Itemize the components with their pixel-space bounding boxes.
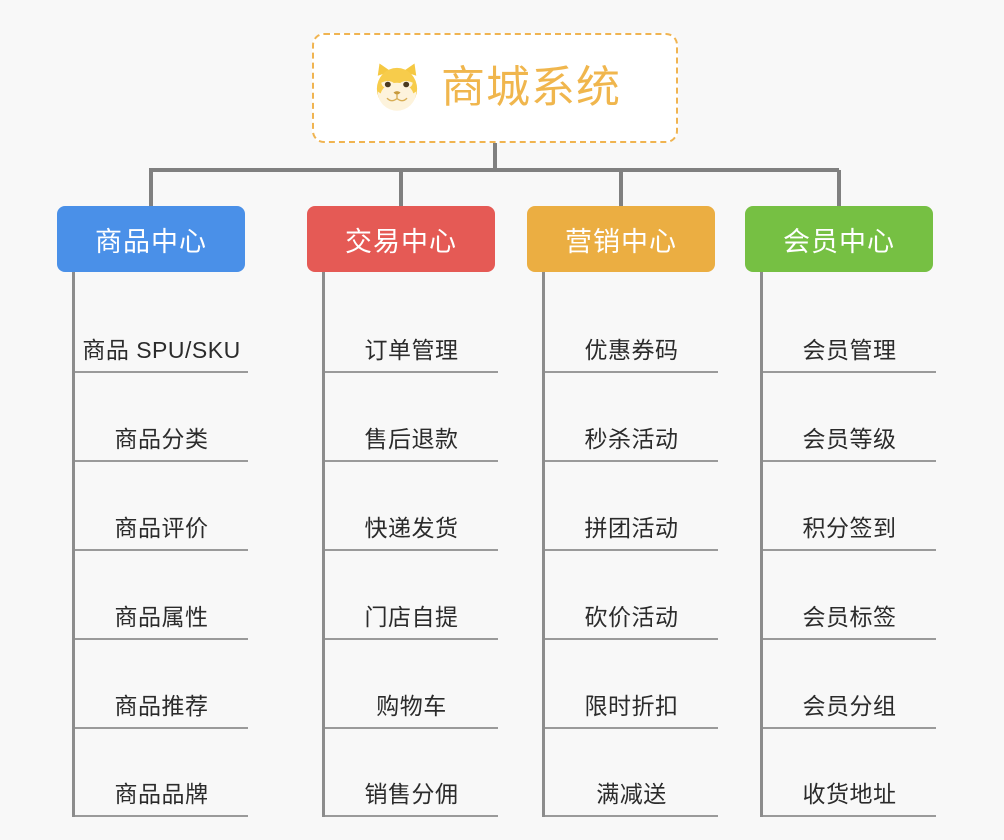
list-item[interactable]: 商品属性 (75, 551, 248, 640)
connector-drop-1 (149, 170, 153, 208)
leaf-label: 商品推荐 (114, 693, 209, 719)
leaf-label: 会员标签 (802, 604, 897, 630)
list-item[interactable]: 会员管理 (763, 284, 936, 373)
leaf-label: 订单管理 (364, 337, 459, 363)
leaf-label: 拼团活动 (584, 515, 679, 541)
leaf-label: 销售分佣 (364, 781, 459, 807)
leaf-label: 会员等级 (802, 426, 897, 452)
shiba-dog-icon (369, 60, 425, 116)
column-product-center: 商品中心 商品 SPU/SKU 商品分类 商品评价 商品属性 商品推荐 商品品牌 (57, 206, 248, 817)
leaf-list-member-center: 会员管理 会员等级 积分签到 会员标签 会员分组 收货地址 (760, 272, 936, 817)
list-item[interactable]: 快递发货 (325, 462, 498, 551)
list-item[interactable]: 会员等级 (763, 373, 936, 462)
leaf-label: 会员分组 (802, 693, 897, 719)
leaf-label: 商品分类 (114, 426, 209, 452)
list-item[interactable]: 订单管理 (325, 284, 498, 373)
leaf-list-marketing-center: 优惠券码 秒杀活动 拼团活动 砍价活动 限时折扣 满减送 (542, 272, 718, 817)
leaf-label: 快递发货 (364, 515, 459, 541)
leaf-list-product-center: 商品 SPU/SKU 商品分类 商品评价 商品属性 商品推荐 商品品牌 (72, 272, 248, 817)
column-trade-center: 交易中心 订单管理 售后退款 快递发货 门店自提 购物车 销售分佣 (307, 206, 498, 817)
list-item[interactable]: 积分签到 (763, 462, 936, 551)
list-item[interactable]: 收货地址 (763, 729, 936, 817)
list-item[interactable]: 满减送 (545, 729, 718, 817)
list-item[interactable]: 拼团活动 (545, 462, 718, 551)
leaf-label: 商品属性 (114, 604, 209, 630)
category-box-marketing-center[interactable]: 营销中心 (527, 206, 715, 272)
leaf-label: 优惠券码 (584, 337, 679, 363)
list-item[interactable]: 会员分组 (763, 640, 936, 729)
list-item[interactable]: 商品推荐 (75, 640, 248, 729)
list-item[interactable]: 商品 SPU/SKU (75, 284, 248, 373)
category-box-trade-center[interactable]: 交易中心 (307, 206, 495, 272)
leaf-label: 商品评价 (114, 515, 209, 541)
list-item[interactable]: 限时折扣 (545, 640, 718, 729)
category-label: 会员中心 (783, 226, 895, 257)
connector-horizontal-bar (149, 168, 839, 172)
list-item[interactable]: 商品评价 (75, 462, 248, 551)
leaf-label: 购物车 (376, 693, 447, 719)
connector-drop-2 (399, 170, 403, 208)
list-item[interactable]: 商品分类 (75, 373, 248, 462)
category-label: 营销中心 (565, 226, 677, 257)
leaf-label: 积分签到 (802, 515, 897, 541)
leaf-label: 砍价活动 (584, 604, 679, 630)
category-label: 交易中心 (345, 226, 457, 257)
list-item[interactable]: 购物车 (325, 640, 498, 729)
column-member-center: 会员中心 会员管理 会员等级 积分签到 会员标签 会员分组 收货地址 (745, 206, 936, 817)
list-item[interactable]: 优惠券码 (545, 284, 718, 373)
connector-drop-3 (619, 170, 623, 208)
leaf-label: 售后退款 (364, 426, 459, 452)
category-label: 商品中心 (95, 226, 207, 257)
list-item[interactable]: 砍价活动 (545, 551, 718, 640)
leaf-label: 限时折扣 (584, 693, 679, 719)
connector-stem (493, 143, 497, 170)
leaf-label: 门店自提 (364, 604, 459, 630)
column-marketing-center: 营销中心 优惠券码 秒杀活动 拼团活动 砍价活动 限时折扣 满减送 (527, 206, 718, 817)
list-item[interactable]: 门店自提 (325, 551, 498, 640)
category-box-member-center[interactable]: 会员中心 (745, 206, 933, 272)
leaf-label: 商品 SPU/SKU (82, 337, 241, 363)
list-item[interactable]: 会员标签 (763, 551, 936, 640)
leaf-label: 商品品牌 (114, 781, 209, 807)
leaf-label: 会员管理 (802, 337, 897, 363)
category-box-product-center[interactable]: 商品中心 (57, 206, 245, 272)
leaf-list-trade-center: 订单管理 售后退款 快递发货 门店自提 购物车 销售分佣 (322, 272, 498, 817)
leaf-label: 满减送 (596, 781, 667, 807)
leaf-label: 收货地址 (802, 781, 897, 807)
leaf-label: 秒杀活动 (584, 426, 679, 452)
root-title: 商城系统 (441, 63, 621, 112)
list-item[interactable]: 商品品牌 (75, 729, 248, 817)
list-item[interactable]: 售后退款 (325, 373, 498, 462)
list-item[interactable]: 销售分佣 (325, 729, 498, 817)
connector-drop-4 (837, 170, 841, 208)
root-node[interactable]: 商城系统 (312, 33, 678, 143)
list-item[interactable]: 秒杀活动 (545, 373, 718, 462)
